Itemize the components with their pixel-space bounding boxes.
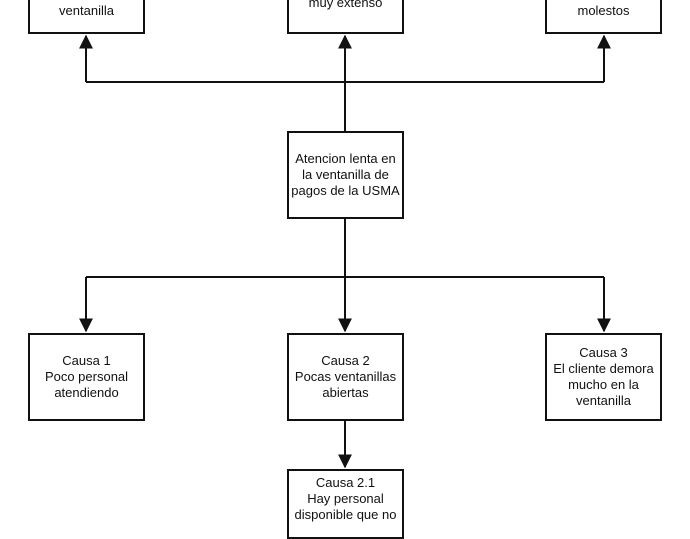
effect-box-3: molestos [545, 0, 662, 34]
sub-cause-line-2: Hay personal [307, 491, 384, 506]
cause-3-line-2: El cliente demora [553, 361, 654, 376]
problem-box: Atencion lenta en la ventanilla de pagos… [287, 131, 404, 219]
cause-3-line-3: mucho en la [568, 377, 639, 392]
cause-2-line-1: Causa 2 [321, 353, 370, 368]
effect-3-line-1: molestos [577, 3, 630, 18]
cause-1-line-1: Causa 1 [62, 353, 111, 368]
effect-1-line-1: ventanilla [59, 3, 114, 18]
problem-line-2: la ventanilla de [302, 167, 389, 182]
problem-line-3: pagos de la USMA [291, 183, 400, 198]
cause-1-line-3: atendiendo [54, 385, 119, 400]
cause-1-line-2: Poco personal [44, 369, 129, 384]
cause-box-2: Causa 2 Pocas ventanillas abiertas [287, 333, 404, 421]
cause-2-line-3: abiertas [322, 385, 369, 400]
effect-box-2: muy extenso [287, 0, 404, 34]
problem-line-1: Atencion lenta en [295, 151, 396, 166]
connector-lines [79, 34, 611, 469]
cause-2-line-2: Pocas ventanillas [294, 369, 397, 384]
cause-3-line-1: Causa 3 [579, 345, 628, 360]
cause-box-3: Causa 3 El cliente demora mucho en la ve… [545, 333, 662, 421]
cause-box-1: Causa 1 Poco personal atendiendo [28, 333, 145, 421]
effect-2-line-1: muy extenso [308, 0, 383, 10]
cause-3-line-4: ventanilla [576, 393, 631, 408]
sub-cause-line-1: Causa 2.1 [315, 475, 376, 490]
sub-cause-box: Causa 2.1 Hay personal disponible que no [287, 469, 404, 539]
effect-box-1: ventanilla [28, 0, 145, 34]
sub-cause-line-3: disponible que no [294, 507, 397, 522]
cause-effect-diagram: ventanilla muy extenso molestos Atencion… [28, 0, 662, 539]
